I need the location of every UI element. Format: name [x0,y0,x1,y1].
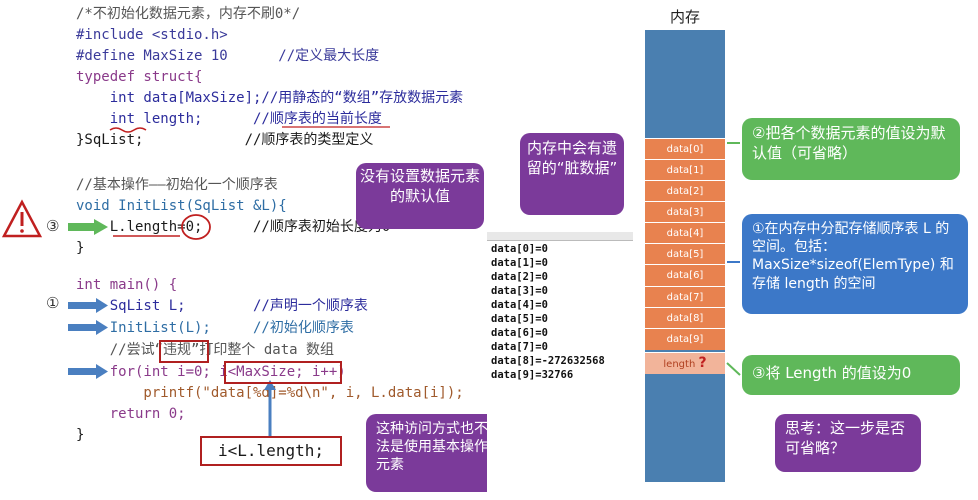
memory-cell: data[1] [645,159,725,181]
output-line: data[2]=0 [491,271,548,283]
console-titlebar [487,232,633,241]
memory-cell: data[5] [645,243,725,265]
highlight-condition [224,361,342,384]
code-line-19: return 0; [76,406,186,422]
highlight-violation [159,340,209,363]
code-line-18: printf("data[%d]=%d\n", i, L.data[i]); [143,385,464,401]
length-label: length [663,359,696,370]
code-line-14: SqList L; //声明一个顺序表 [76,298,368,314]
arrow-right-icon [68,298,108,313]
code-line-4: typedef struct{ [76,69,203,85]
memory-title: 内存 [669,8,700,26]
memory-cell: data[8] [645,307,725,329]
code-line-3: #define MaxSize 10 //定义最大长度 [76,48,380,64]
code-line-12: } [76,240,85,256]
code-line-9: //基本操作——初始化一个顺序表 [76,177,278,193]
output-line: data[6]=0 [491,327,548,339]
alt-condition-box: i<L.length; [200,436,342,466]
code-line-2: #include <stdio.h> [76,27,228,43]
code-line-1: /*不初始化数据元素，内存不刷0*/ [76,6,301,22]
code-line-7: }SqList; //顺序表的类型定义 [76,132,374,148]
step-3-marker: ③ [46,217,60,235]
output-line: data[7]=0 [491,341,548,353]
output-line: data[8]=-272632568 [491,355,605,367]
callout-no-default: 没有设置数据元素的默认值 [356,163,484,229]
callout-step3-set: ③将 Length 的值设为0 [742,355,960,395]
output-line: data[4]=0 [491,299,548,311]
memory-cell: data[3] [645,201,725,223]
output-line: data[9]=32766 [491,369,574,381]
memory-cell: data[0] [645,138,725,160]
memory-cell: data[6] [645,264,725,286]
warning-icon [1,199,43,238]
memory-cell: data[4] [645,222,725,244]
question-mark-icon: ? [698,355,707,371]
code-line-13: int main() { [76,277,178,293]
code-line-16: //尝试“违规”打印整个 data 数组 [76,342,335,358]
step-1-marker: ① [46,294,60,312]
code-line-5: int data[MaxSize];//用静态的“数组”存放数据元素 [76,90,464,106]
output-line: data[5]=0 [491,313,548,325]
arrow-right-icon [68,364,108,379]
code-line-11: L.length=0; //顺序表初始长度为0 [76,219,391,235]
memory-cell-length: length ? [645,352,725,374]
arrow-right-icon [68,219,108,235]
console-output: data[0]=0 data[1]=0 data[2]=0 data[3]=0 … [487,232,633,494]
callout-think: 思考：这一步是否可省略？ [775,414,921,472]
callout-step1-alloc: ①在内存中分配存储顺序表 L 的空间。包括：MaxSize*sizeof(Ele… [742,214,968,314]
output-line: data[1]=0 [491,257,548,269]
memory-cell: data[2] [645,180,725,202]
callout-step2: ②把各个数据元素的值设为默认值（可省略） [742,118,960,180]
output-line: data[3]=0 [491,285,548,297]
arrow-right-icon [68,320,108,335]
code-line-17: for(int i=0; i<MaxSize; i++) [76,364,346,380]
output-line: data[0]=0 [491,243,548,255]
memory-cell: data[7] [645,286,725,308]
code-line-20: } [76,427,85,443]
memory-cell: data[9] [645,328,725,350]
callout-dirty-data: 内存中会有遗留的“脏数据” [520,133,624,215]
code-line-6: int length; //顺序表的当前长度 [76,111,382,127]
code-line-15: InitList(L); //初始化顺序表 [76,320,354,336]
code-line-10: void InitList(SqList &L){ [76,198,287,214]
